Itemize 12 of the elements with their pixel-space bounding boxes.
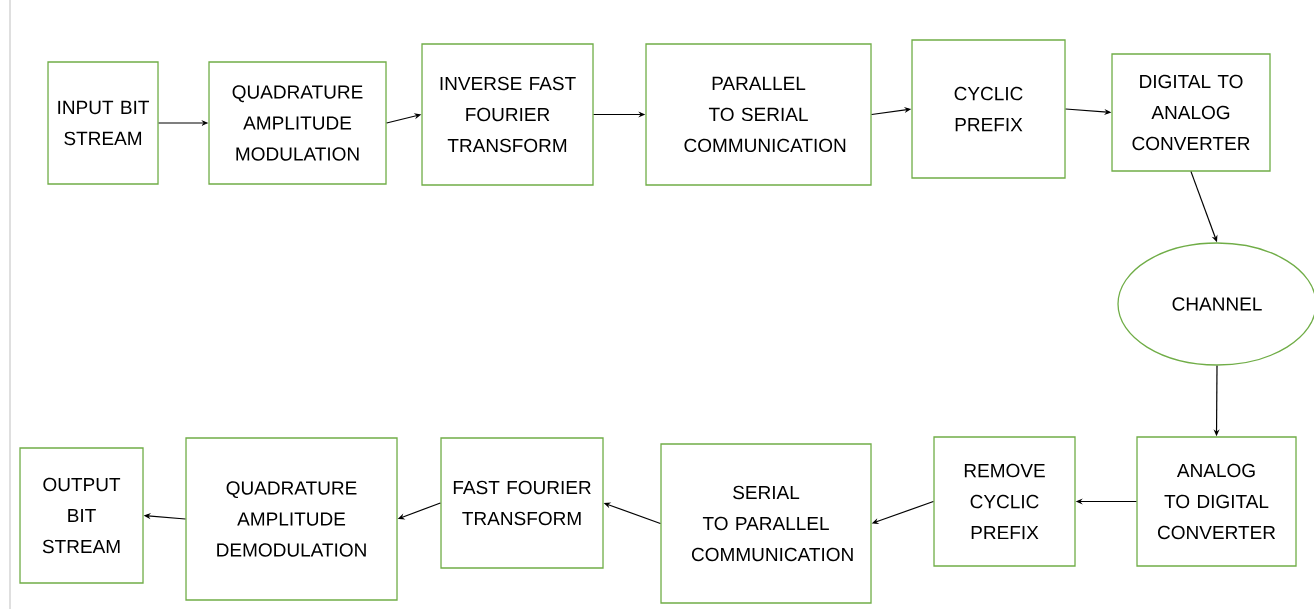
process-box: CYCLIC PREFIX (911, 39, 1066, 179)
process-box: OUTPUT BIT STREAM (19, 447, 144, 584)
process-box: REMOVE CYCLIC PREFIX (933, 436, 1076, 567)
process-box: PARALLEL TO SERIAL COMMUNICATION (645, 43, 872, 186)
process-box: QUADRATURE AMPLITUDE DEMODULATION (185, 437, 398, 601)
process-box: INPUT BIT STREAM (47, 61, 159, 185)
process-box: INVERSE FAST FOURIER TRANSFORM (421, 43, 594, 186)
process-box: QUADRATURE AMPLITUDE MODULATION (208, 61, 387, 185)
process-box: DIGITAL TO ANALOG CONVERTER (1111, 53, 1271, 172)
process-box: FAST FOURIER TRANSFORM (440, 437, 604, 569)
process-box: ANALOG TO DIGITAL CONVERTER (1136, 436, 1297, 567)
process-box: SERIAL TO PARALLEL COMMUNICATION (660, 443, 872, 604)
